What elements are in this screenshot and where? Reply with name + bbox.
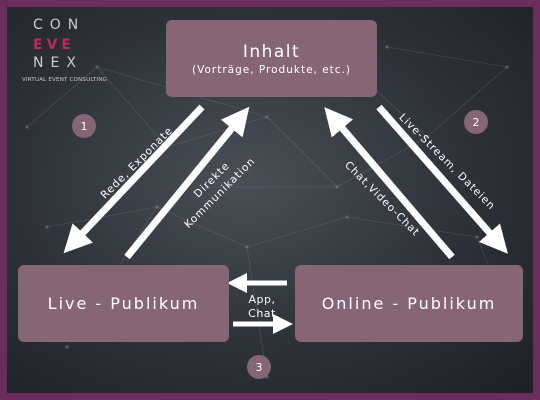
node-content-title: Inhalt — [242, 41, 301, 62]
node-content: Inhalt (Vorträge, Produkte, etc.) — [166, 20, 377, 97]
node-online-audience: Online - Publikum — [295, 265, 523, 342]
arrow-content-to-live — [63, 104, 205, 254]
arrow-content-to-online — [376, 104, 508, 254]
arrow-online-to-content — [324, 107, 455, 260]
step-badge-3: 3 — [247, 355, 271, 379]
logo-text-con: CON — [33, 17, 86, 33]
logo-mark: EVE — [33, 37, 75, 53]
logo-text-nex: NEX — [33, 55, 83, 71]
brand-logo: CON EVE NEX VIRTUAL EVENT CONSULTING — [17, 17, 112, 89]
edge-label-live-online-1: App, — [248, 293, 276, 306]
arrow-layer — [63, 104, 508, 334]
node-live-title: Live - Publikum — [47, 294, 200, 313]
edge-label-live-online: App, Chat — [237, 293, 287, 321]
step-badge-2: 2 — [464, 110, 488, 134]
step-badge-1: 1 — [72, 114, 96, 138]
logo-subtitle: VIRTUAL EVENT CONSULTING — [22, 77, 107, 83]
arrow-live-to-content — [124, 106, 250, 260]
edge-label-live-online-2: Chat — [248, 307, 276, 320]
node-live-audience: Live - Publikum — [18, 265, 229, 342]
node-content-subtitle: (Vorträge, Produkte, etc.) — [192, 63, 351, 76]
node-online-title: Online - Publikum — [321, 294, 497, 313]
